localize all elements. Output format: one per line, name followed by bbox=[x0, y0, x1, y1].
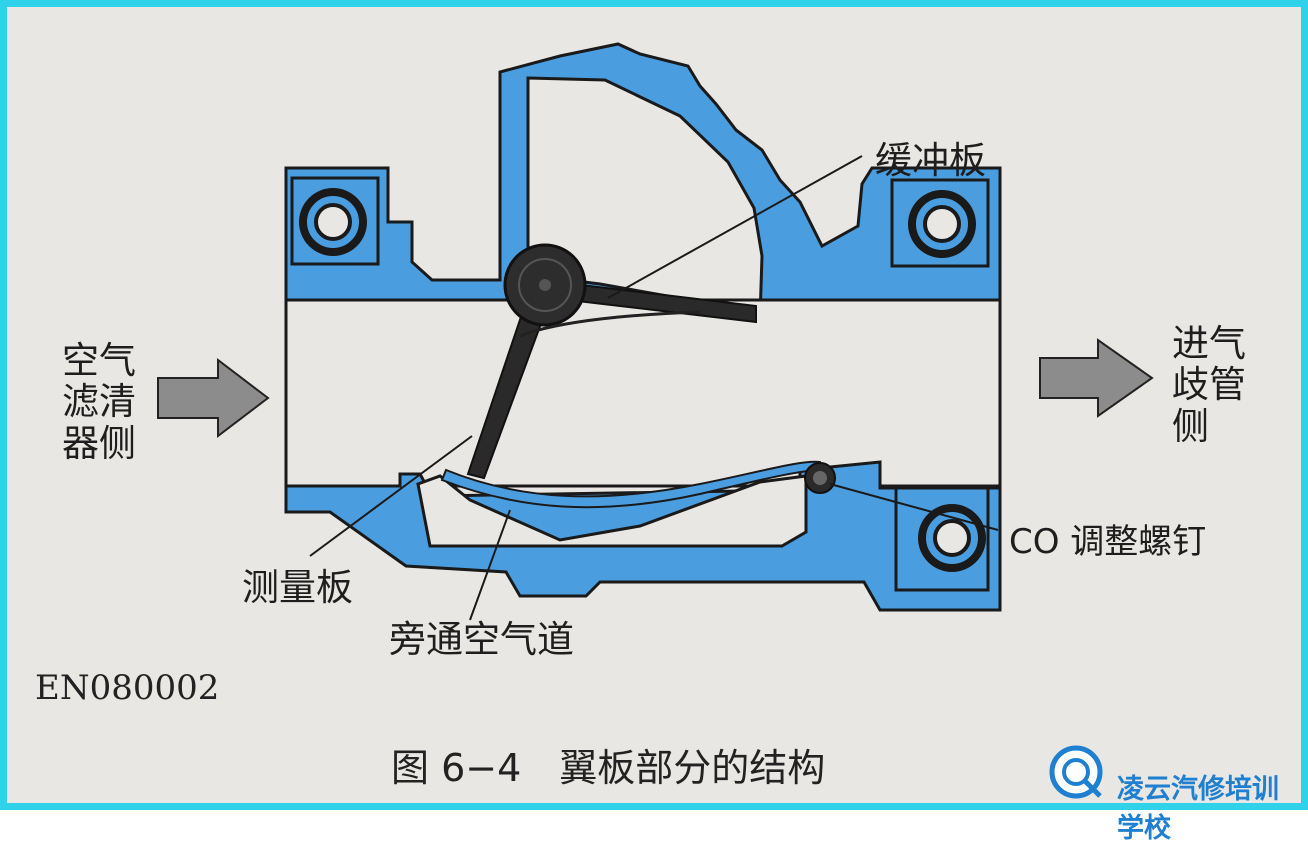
inlet-side-label: 空气 滤清 器侧 bbox=[62, 339, 136, 465]
co-screw-label: CO 调整螺钉 bbox=[1009, 522, 1207, 562]
figure-caption: 图 6−4 翼板部分的结构 bbox=[391, 746, 826, 790]
measuring-plate-label: 测量板 bbox=[242, 566, 353, 609]
main-air-channel bbox=[284, 298, 1002, 488]
damper-plate-label: 缓冲板 bbox=[875, 139, 986, 182]
airflow-meter-diagram bbox=[157, 42, 1154, 799]
bolt-icon bbox=[299, 188, 367, 256]
watermark-text: 凌云汽修培训学校 bbox=[1117, 774, 1279, 844]
leader-line bbox=[309, 435, 473, 557]
outlet-arrow-icon bbox=[1039, 338, 1154, 418]
leader-line bbox=[829, 483, 999, 531]
figure-code: EN080002 bbox=[35, 668, 220, 708]
leader-line bbox=[607, 155, 863, 299]
bypass-air-passage-shape bbox=[416, 474, 808, 548]
leader-line bbox=[469, 509, 511, 621]
bolt-icon bbox=[918, 504, 986, 572]
inlet-arrow-icon bbox=[157, 357, 270, 439]
bypass-passage-label: 旁通空气道 bbox=[389, 618, 574, 661]
bolt-icon bbox=[908, 190, 976, 258]
outlet-side-label: 进气 歧管 侧 bbox=[1172, 322, 1246, 448]
magnifier-logo-icon bbox=[1049, 745, 1103, 799]
